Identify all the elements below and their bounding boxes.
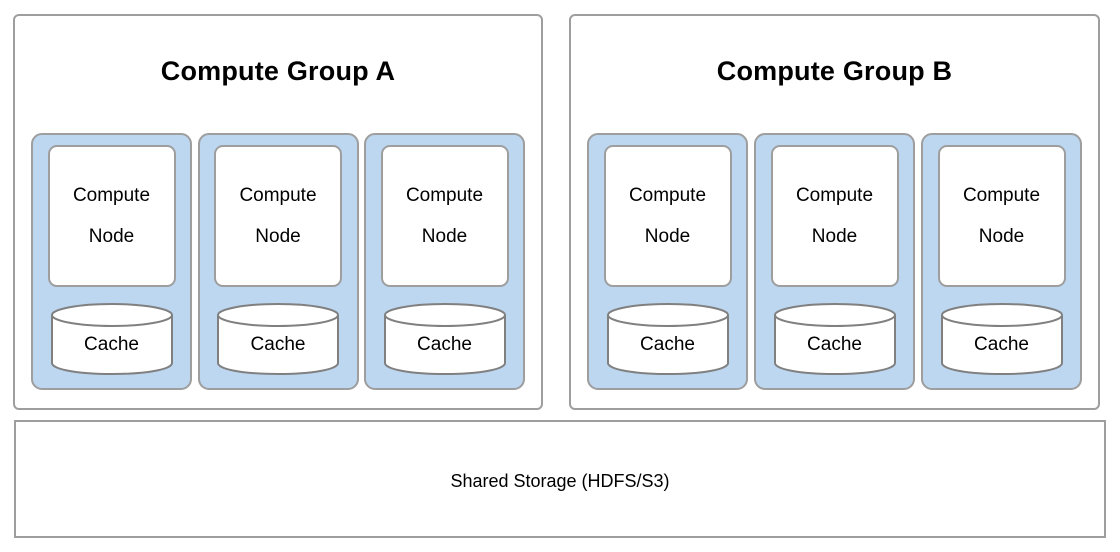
compute-node-label-line1: Compute: [405, 185, 484, 206]
compute-node-label-line1: Compute: [962, 185, 1041, 206]
compute-node-label-line2: Node: [978, 226, 1025, 247]
shared-storage-label: Shared Storage (HDFS/S3): [450, 471, 670, 491]
compute-group-a-nodes-row: Compute Node Cache Compute Node: [31, 133, 525, 390]
compute-group-a-title: Compute Group A: [160, 56, 396, 86]
compute-node-label-line1: Compute: [628, 185, 707, 206]
cache-label: Cache: [84, 334, 139, 355]
cache-label: Cache: [974, 334, 1029, 355]
compute-node-card[interactable]: Compute Node Cache: [921, 133, 1082, 390]
cylinder-icon: [773, 303, 896, 376]
compute-node-label-line2: Node: [644, 226, 691, 247]
compute-node-box: Compute Node: [937, 145, 1066, 287]
cache-cylinder[interactable]: Cache: [216, 302, 340, 376]
compute-node-box: Compute Node: [603, 145, 732, 287]
cache-cylinder[interactable]: Cache: [773, 302, 897, 376]
compute-node-label-line2: Node: [255, 226, 301, 247]
compute-node-box: Compute Node: [214, 145, 342, 287]
compute-node-box: Compute Node: [380, 145, 509, 287]
compute-node-label-line2: Node: [811, 226, 858, 247]
compute-node-label-line1: Compute: [239, 185, 317, 206]
cylinder-icon: [606, 303, 729, 376]
compute-node-card[interactable]: Compute Node Cache: [754, 133, 915, 390]
compute-node-label-line2: Node: [421, 226, 468, 247]
compute-node-label-line1: Compute: [72, 185, 151, 206]
compute-group-b-title: Compute Group B: [716, 56, 953, 86]
cylinder-icon: [217, 303, 339, 376]
compute-node-card[interactable]: Compute Node Cache: [587, 133, 748, 390]
cache-label: Cache: [250, 334, 306, 355]
compute-node-card[interactable]: Compute Node Cache: [364, 133, 525, 390]
cylinder-icon: [50, 303, 173, 376]
cache-label: Cache: [417, 334, 472, 355]
cache-label: Cache: [640, 334, 695, 355]
compute-node-label-line1: Compute: [795, 185, 874, 206]
compute-group-b-nodes-row: Compute Node Cache Compute Node: [587, 133, 1082, 390]
compute-node-card[interactable]: Compute Node Cache: [197, 133, 359, 390]
compute-node-card[interactable]: Compute Node Cache: [31, 133, 192, 390]
cache-cylinder[interactable]: Cache: [50, 302, 174, 376]
cache-label: Cache: [807, 334, 862, 355]
cache-cylinder[interactable]: Cache: [940, 302, 1064, 376]
compute-node-box: Compute Node: [770, 145, 899, 287]
cylinder-icon: [940, 303, 1063, 376]
cache-cylinder[interactable]: Cache: [606, 302, 730, 376]
compute-node-label-line2: Node: [88, 226, 135, 247]
compute-node-box: Compute Node: [47, 145, 176, 287]
cache-cylinder[interactable]: Cache: [383, 302, 507, 376]
compute-group-b[interactable]: Compute Group B Compute Node Cache: [569, 14, 1100, 410]
cylinder-icon: [383, 303, 506, 376]
shared-storage-box[interactable]: Shared Storage (HDFS/S3): [14, 420, 1106, 538]
compute-group-a[interactable]: Compute Group A Compute Node Cache: [13, 14, 543, 410]
